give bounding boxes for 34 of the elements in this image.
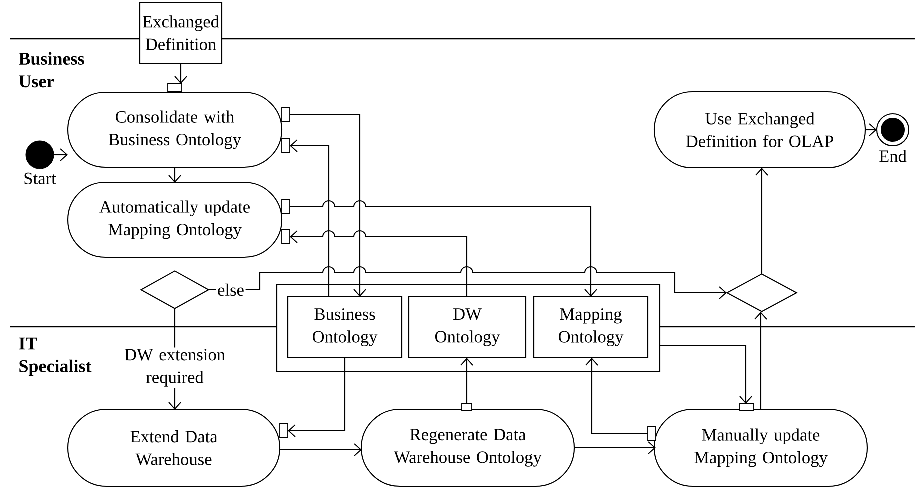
arrow	[288, 358, 346, 438]
edge-label: else	[218, 284, 244, 296]
object-box: Mapping Ontology	[533, 296, 649, 359]
arrow	[290, 230, 468, 297]
arrow	[290, 200, 598, 297]
arrow	[168, 167, 182, 183]
start-node	[26, 140, 54, 170]
arrow	[660, 345, 752, 404]
arrow	[460, 358, 474, 404]
object-box: Exchanged Definition	[139, 2, 223, 64]
action-node: Use Exchanged Definition for OLAP	[654, 91, 866, 169]
arrow	[290, 140, 330, 297]
arrow	[290, 114, 366, 297]
arrow	[575, 442, 656, 454]
lane-label: Business User	[19, 52, 84, 88]
lane-label: IT Specialist	[19, 338, 92, 376]
node-caption: Start	[24, 172, 56, 184]
object-box: DW Ontology	[408, 296, 527, 359]
end-node	[876, 113, 910, 147]
edge-label: DW extension required	[124, 349, 226, 387]
arrow	[756, 168, 768, 274]
action-node: Manually update Mapping Ontology	[654, 408, 868, 488]
action-node: Regenerate Data Warehouse Ontology	[360, 408, 576, 488]
arrow	[754, 312, 768, 410]
node-caption: End	[880, 150, 907, 162]
action-node: Automatically update Mapping Ontology	[67, 182, 283, 258]
arrow	[174, 63, 188, 84]
action-node: Consolidate with Business Ontology	[67, 92, 283, 168]
arrow	[209, 266, 727, 300]
action-node: Extend Data Warehouse	[67, 408, 281, 488]
arrow	[54, 148, 68, 162]
arrow	[280, 444, 362, 456]
object-box: Business Ontology	[287, 296, 403, 359]
arrow	[586, 358, 648, 435]
